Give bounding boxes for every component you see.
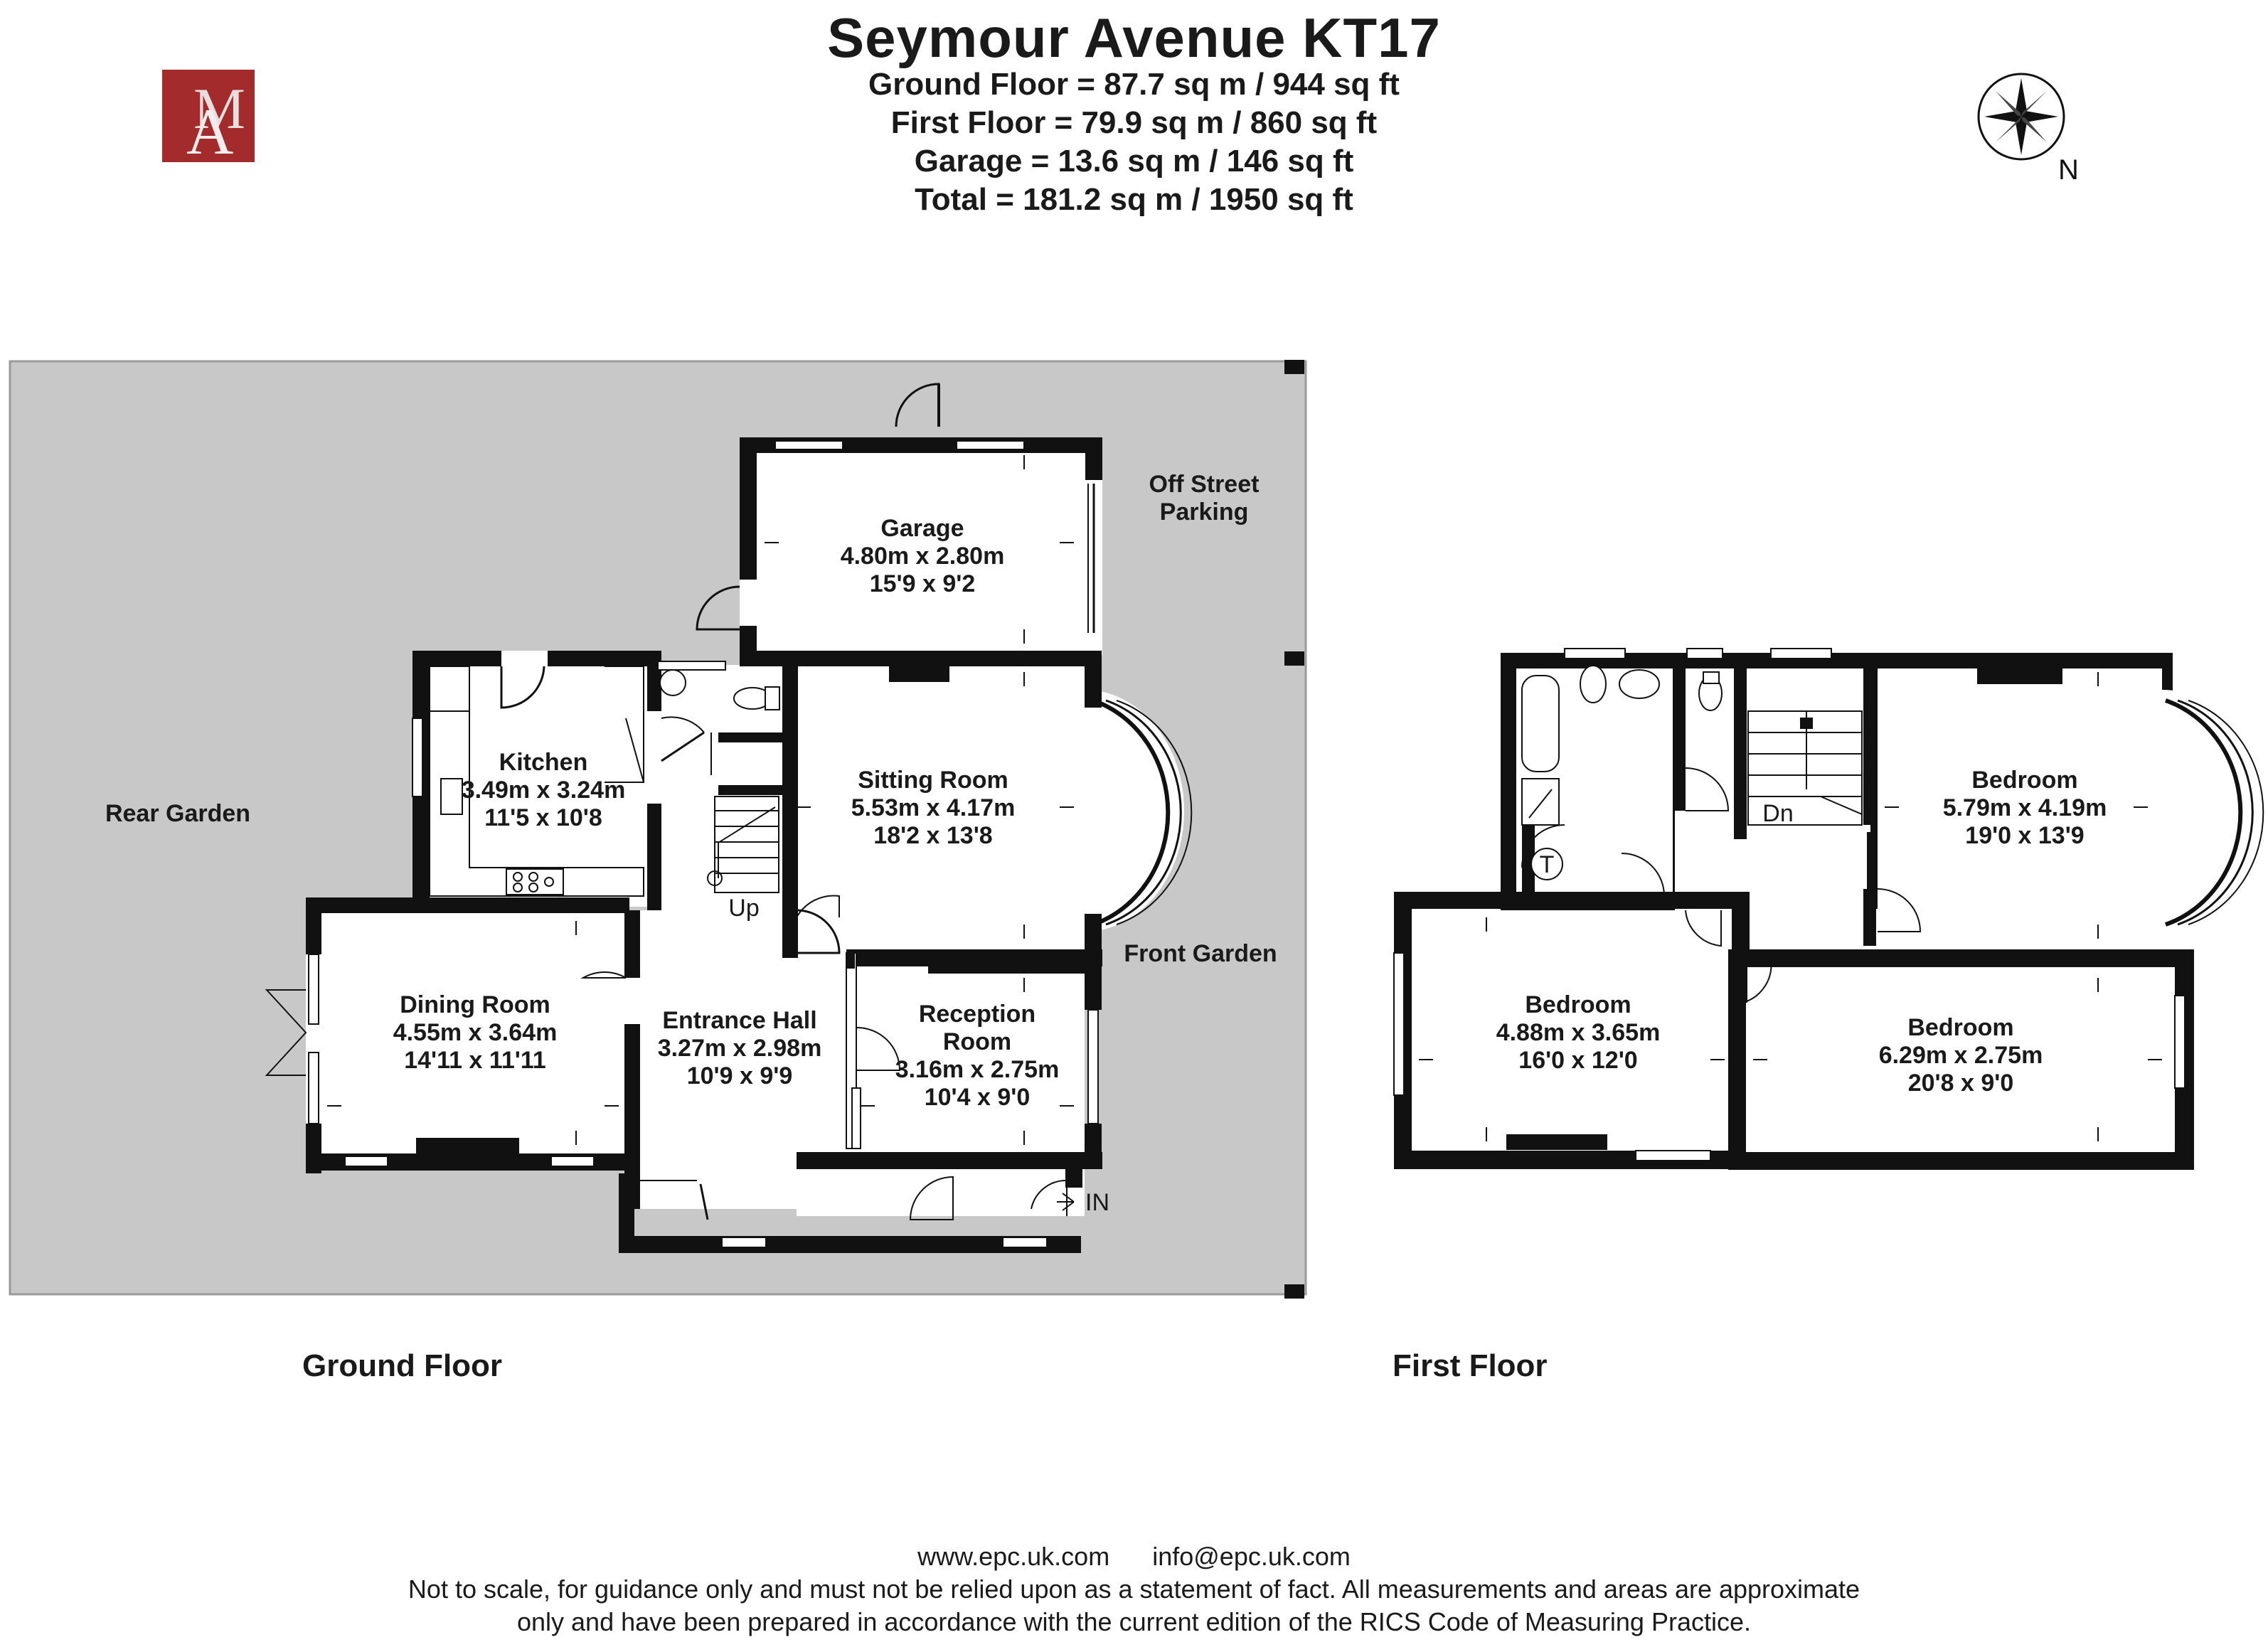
ground-floor-plan — [265, 383, 1193, 1253]
garage-area: Garage = 13.6 sq m / 146 sq ft — [914, 144, 1354, 178]
dining-room-imperial: 14'11 x 11'11 — [404, 1047, 546, 1074]
entrance-label: IN — [1085, 1189, 1109, 1216]
bedroom-3-name: Bedroom — [1907, 1014, 2013, 1041]
stairs-down-label: Dn — [1762, 800, 1793, 827]
website-link[interactable]: www.epc.uk.com — [917, 1542, 1110, 1571]
kitchen-metric: 3.49m x 3.24m — [462, 777, 626, 804]
bedroom-3-metric: 6.29m x 2.75m — [1879, 1042, 2043, 1069]
kitchen-name: Kitchen — [499, 749, 588, 776]
disclaimer-line-1: Not to scale, for guidance only and must… — [408, 1574, 1860, 1604]
garage-name: Garage — [880, 515, 964, 542]
first-floor-area: First Floor = 79.9 sq m / 860 sq ft — [890, 105, 1378, 140]
reception-room-imperial: 10'4 x 9'0 — [925, 1084, 1031, 1111]
garage-metric: 4.80m x 2.80m — [841, 543, 1005, 570]
entrance-hall-metric: 3.27m x 2.98m — [658, 1035, 822, 1062]
entrance-hall-name: Entrance Hall — [662, 1007, 816, 1034]
off-street-label-2: Parking — [1160, 499, 1249, 526]
sitting-room-name: Sitting Room — [858, 767, 1008, 794]
stairs-up-label: Up — [728, 895, 759, 922]
sitting-room-metric: 5.53m x 4.17m — [851, 794, 1016, 821]
north-label: N — [2058, 154, 2079, 185]
bedroom-1-metric: 5.79m x 4.19m — [1943, 794, 2107, 821]
email-link[interactable]: info@epc.uk.com — [1152, 1542, 1351, 1571]
first-floor-label: First Floor — [1393, 1348, 1548, 1383]
sitting-room-imperial: 18'2 x 13'8 — [873, 822, 992, 849]
compass-icon: N — [1977, 73, 2079, 185]
off-street-label-1: Off Street — [1149, 471, 1260, 498]
bedroom-2-name: Bedroom — [1525, 991, 1631, 1018]
dining-room-metric: 4.55m x 3.64m — [393, 1019, 558, 1046]
garage-imperial: 15'9 x 9'2 — [870, 570, 976, 597]
ground-floor-area: Ground Floor = 87.7 sq m / 944 sq ft — [868, 67, 1400, 102]
bedroom-3-imperial: 20'8 x 9'0 — [1908, 1070, 2014, 1097]
footer-links: www.epc.uk.com info@epc.uk.com — [0, 1542, 2268, 1572]
disclaimer-line-2: only and have been prepared in accordanc… — [516, 1607, 1751, 1636]
reception-room-name-2: Room — [943, 1028, 1011, 1055]
dimension-ticks — [327, 455, 2162, 1145]
ground-floor-label: Ground Floor — [302, 1348, 503, 1383]
dining-room-name: Dining Room — [400, 991, 550, 1018]
agency-logo: M A — [162, 70, 255, 162]
total-area: Total = 181.2 sq m / 1950 sq ft — [915, 182, 1353, 217]
svg-text:A: A — [186, 95, 233, 162]
kitchen-imperial: 11'5 x 10'8 — [484, 804, 602, 831]
svg-text:M: M — [193, 76, 245, 141]
first-floor-plan — [1393, 648, 2268, 1170]
bedroom-1-imperial: 19'0 x 13'9 — [1965, 822, 2084, 849]
bedroom-1-name: Bedroom — [1971, 767, 2077, 794]
bedroom-2-imperial: 16'0 x 12'0 — [1518, 1047, 1637, 1074]
front-garden-label: Front Garden — [1124, 940, 1277, 967]
rear-garden-label: Rear Garden — [105, 800, 250, 827]
reception-room-metric: 3.16m x 2.75m — [895, 1056, 1060, 1083]
entrance-hall-imperial: 10'9 x 9'9 — [687, 1062, 793, 1089]
plan-title: Seymour Avenue KT17 — [827, 6, 1441, 69]
reception-room-name-1: Reception — [919, 1001, 1035, 1028]
tank-label: T — [1540, 851, 1555, 878]
bedroom-2-metric: 4.88m x 3.65m — [1496, 1019, 1661, 1046]
